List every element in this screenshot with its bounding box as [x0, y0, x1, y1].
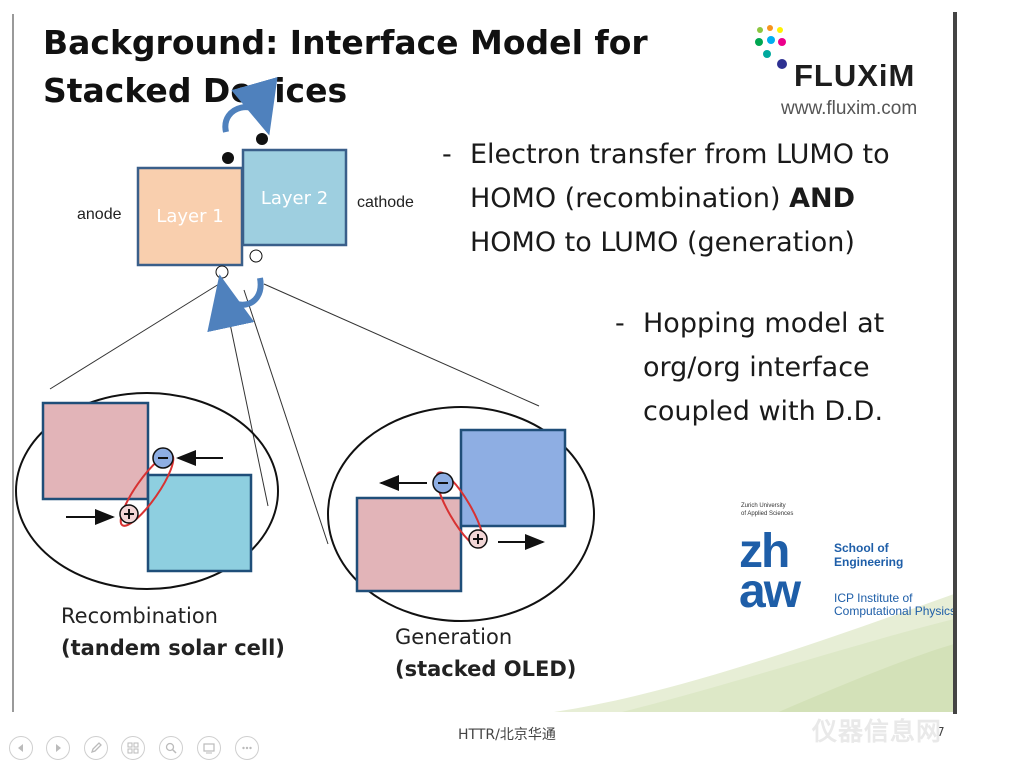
- more-options-button[interactable]: [235, 736, 259, 760]
- interface-diagram: [15, 77, 595, 622]
- bullet2-line1: Hopping model at: [643, 308, 885, 339]
- page-number: 7: [937, 725, 945, 739]
- bullet1-line3: HOMO to LUMO (generation): [470, 227, 855, 258]
- slide-title: Background: Interface Model for Stacked …: [43, 19, 648, 115]
- pen-button[interactable]: [84, 736, 108, 760]
- zhaw-icp-line1: ICP Institute of: [834, 591, 913, 605]
- hole-dot: [215, 265, 229, 279]
- hole-dot: [249, 249, 263, 263]
- generation-caption: Generation (stacked OLED): [395, 621, 576, 685]
- swoosh-decoration: [554, 594, 954, 712]
- bullet-dash: -: [442, 139, 452, 170]
- zhaw-icp-label: ICP Institute of Computational Physics: [834, 592, 954, 618]
- zhaw-school-line1: School of: [834, 541, 889, 555]
- recombination-caption: Recombination (tandem solar cell): [61, 600, 285, 664]
- zoom-button[interactable]: [159, 736, 183, 760]
- connector-line: [222, 289, 269, 507]
- curved-arrow-top-icon: [222, 77, 278, 136]
- title-line-1: Background: Interface Model for: [43, 23, 648, 62]
- bullet2-line3: coupled with D.D.: [643, 396, 884, 427]
- inset-blue-box: [459, 428, 567, 528]
- fluxim-url: www.fluxim.com: [781, 98, 918, 119]
- bullet1-line1: Electron transfer from LUMO to: [470, 139, 890, 170]
- recombination-ellipse: [15, 392, 279, 590]
- zhaw-uni-line1: Zurich University: [741, 503, 786, 509]
- bullet1-line2: HOMO (recombination): [470, 183, 790, 214]
- title-line-2: Stacked Devices: [43, 71, 348, 110]
- zhaw-school-line2: Engineering: [834, 555, 904, 569]
- zhaw-mark-top: zh: [739, 525, 790, 578]
- inset-blue-box: [146, 473, 253, 573]
- generation-subtitle: (stacked OLED): [395, 657, 577, 681]
- slide-left-border: [12, 14, 14, 712]
- zhaw-icp-line2: Computational Physics: [834, 604, 954, 618]
- slides-grid-button[interactable]: [121, 736, 145, 760]
- generation-title: Generation: [395, 625, 513, 649]
- next-icon: [56, 744, 61, 752]
- zhaw-uni-line2: of Applied Sciences: [741, 511, 794, 517]
- layer-2-box: [241, 148, 348, 247]
- slide-right-border: [953, 12, 957, 714]
- anode-label: anode: [77, 206, 122, 223]
- electron-dot: [256, 133, 268, 145]
- cathode-label: cathode: [357, 194, 414, 211]
- fluxim-logo: FLUXiM: [794, 58, 916, 93]
- connector-line: [49, 283, 220, 390]
- layer-1-box: [136, 166, 244, 267]
- recombination-title: Recombination: [61, 604, 218, 628]
- bullet1-and: AND: [789, 183, 856, 214]
- prev-icon: [18, 744, 23, 752]
- zhaw-mark-bottom: aw: [739, 565, 801, 618]
- inset-red-box: [355, 496, 463, 593]
- slide-canvas: Background: Interface Model for Stacked …: [14, 14, 954, 712]
- next-slide-button[interactable]: [46, 736, 70, 760]
- inset-red-box: [41, 401, 150, 501]
- bullet-hopping-model: -Hopping model at org/org interface coup…: [615, 302, 945, 434]
- screen-button[interactable]: [197, 736, 221, 760]
- zoom-icon: [165, 742, 177, 754]
- watermark: 仪器信息网: [812, 717, 943, 746]
- curved-arrow-bottom-icon: [207, 274, 264, 333]
- pen-icon: [90, 742, 102, 754]
- more-icon: [242, 746, 252, 750]
- prev-slide-button[interactable]: [9, 736, 33, 760]
- zhaw-school-label: School of Engineering: [834, 541, 903, 569]
- bullet2-line2: org/org interface: [643, 352, 870, 383]
- screen-icon: [203, 743, 215, 754]
- generation-ellipse: [327, 406, 595, 622]
- zhaw-logo-mark: zh aw: [739, 525, 801, 618]
- zhaw-university-name: Zurich University of Applied Sciences: [741, 502, 821, 518]
- electron-dot: [222, 152, 234, 164]
- fluxim-logo-dots-icon: [755, 25, 787, 69]
- connector-line: [243, 289, 329, 545]
- footer-text: HTTR/北京华通: [458, 727, 556, 743]
- bullet-electron-transfer: -Electron transfer from LUMO to HOMO (re…: [442, 133, 942, 265]
- recombination-subtitle: (tandem solar cell): [61, 636, 285, 660]
- layer-2-label: Layer 2: [260, 188, 329, 209]
- connector-line: [263, 283, 540, 407]
- bullet-dash: -: [615, 308, 625, 339]
- layer-1-label: Layer 1: [156, 206, 224, 227]
- grid-icon: [127, 742, 139, 754]
